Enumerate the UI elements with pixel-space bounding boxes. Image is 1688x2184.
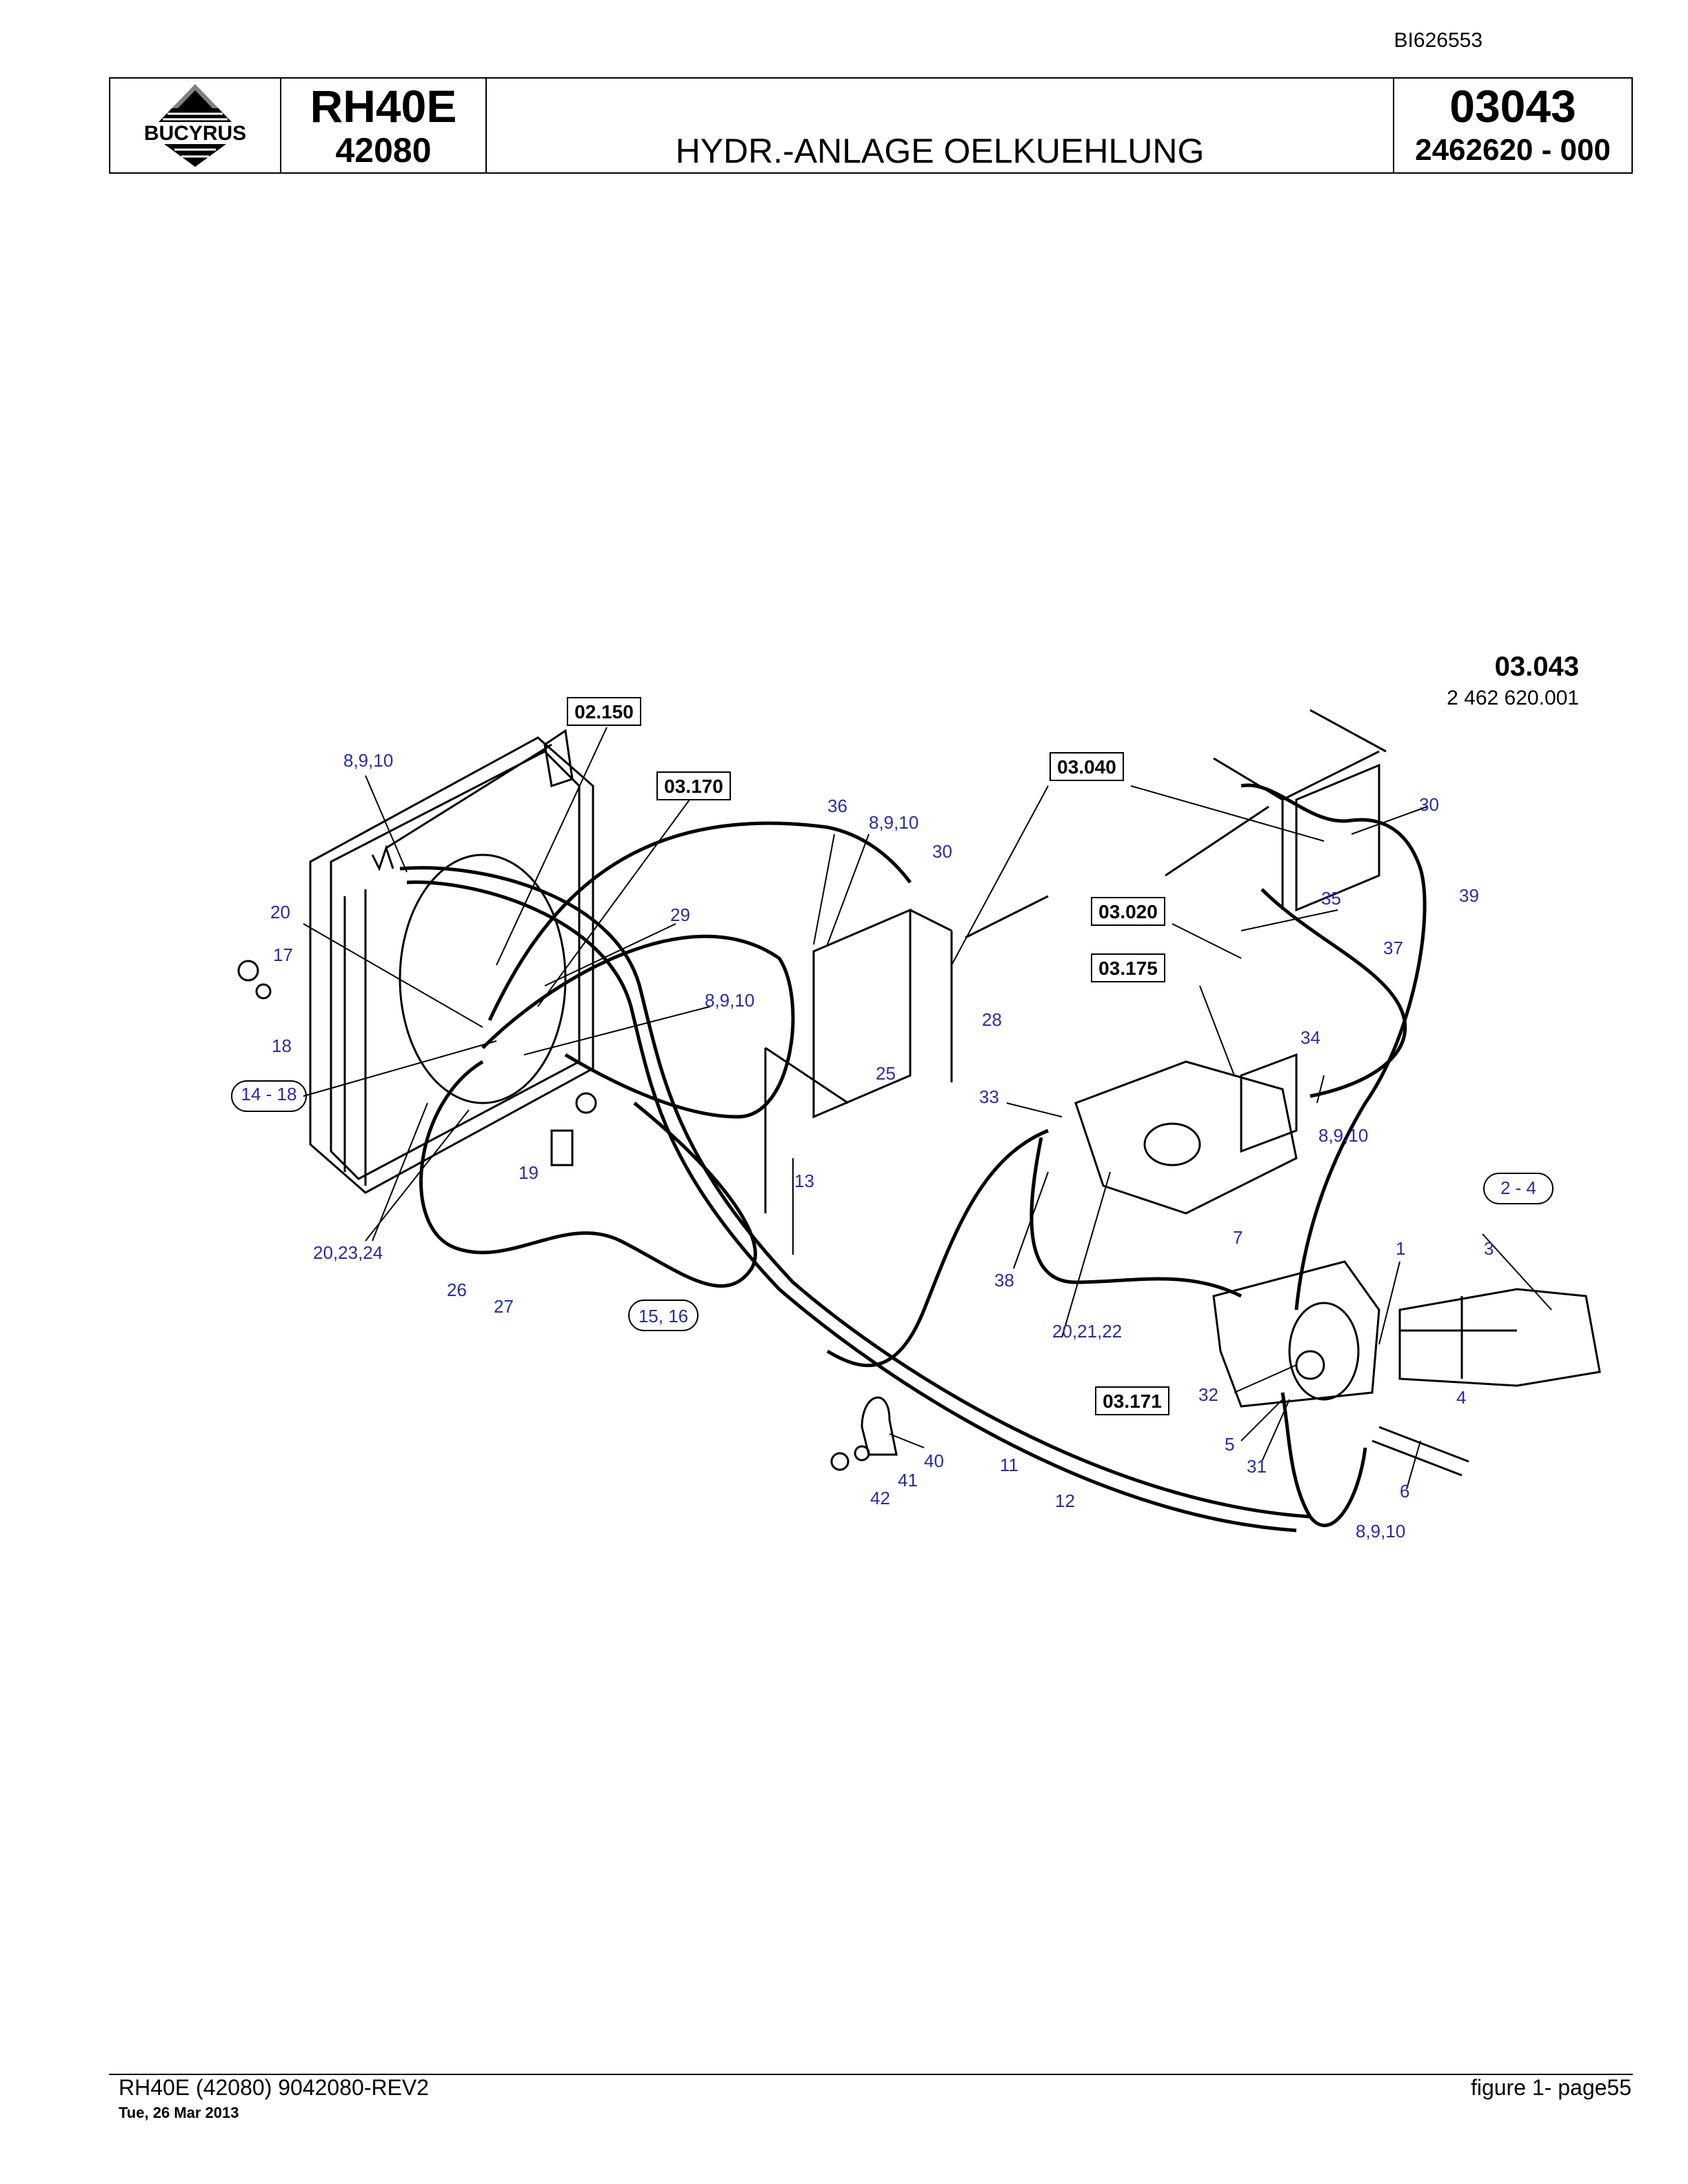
logo-cell: BUCYRUS [110,79,281,172]
callout-20-21-22: 20,21,22 [1052,1321,1122,1342]
callout-8-9-10-c: 8,9,10 [705,990,754,1011]
callout-2-4: 2 - 4 [1500,1177,1536,1198]
ref-box-03020: 03.020 [1098,901,1158,922]
figure-drawing-number: 2 462 620.001 [1447,687,1579,709]
callout-14-18: 14 - 18 [241,1084,297,1104]
callout-33: 33 [979,1086,999,1107]
ref-box-02150: 02.150 [574,701,634,722]
callout-1: 1 [1396,1238,1405,1259]
callout-19: 19 [519,1162,539,1183]
header-table: BUCYRUS RH40E 42080 HYDR.-ANLAGE OELKUEH… [109,77,1633,174]
callout-8-9-10-d: 8,9,10 [1318,1125,1368,1146]
callout-15-16: 15, 16 [639,1306,688,1326]
ref-box-03040: 03.040 [1057,756,1116,778]
callout-32: 32 [1198,1384,1218,1405]
callout-38: 38 [994,1270,1014,1291]
callout-18: 18 [272,1035,292,1056]
leader-lines [303,727,1552,1490]
title-cell: HYDR.-ANLAGE OELKUEHLUNG [487,79,1394,172]
callout-27: 27 [494,1296,514,1317]
callout-36: 36 [827,796,847,816]
group-code: 03043 [1449,81,1576,132]
ref-box-03171: 03.171 [1103,1391,1162,1412]
ref-box-03175: 03.175 [1098,958,1158,979]
tank-drawing [1165,709,1387,912]
code-cell: 03043 2462620 - 000 [1394,79,1631,172]
bucyrus-logo: BUCYRUS [123,84,268,167]
callout-30-a: 30 [932,841,952,862]
serial-number: 42080 [335,131,432,170]
model-cell: RH40E 42080 [281,79,487,172]
callout-31: 31 [1247,1456,1267,1477]
callout-41: 41 [898,1470,918,1490]
callout-37: 37 [1383,938,1403,958]
callout-11: 11 [1000,1455,1018,1475]
callout-26: 26 [447,1280,467,1300]
callout-labels: 8,9,10 20 17 18 14 - 18 29 36 8,9,10 30 … [241,750,1536,1541]
model-name: RH40E [310,81,457,132]
callout-3: 3 [1484,1238,1494,1259]
logo-text: BUCYRUS [144,122,246,145]
document-id: BI626553 [1394,29,1483,52]
hydraulic-diagram: 03.043 2 462 620.001 02.150 03.170 03.04… [231,651,1601,1541]
callout-42: 42 [870,1488,890,1508]
hydraulic-hoses [399,783,1427,1533]
callout-40: 40 [924,1450,944,1471]
drawing-number: 2462620 - 000 [1415,133,1611,167]
footer-rule [109,2074,1633,2075]
manifold-bracket [764,895,1049,1213]
callout-28: 28 [982,1009,1002,1030]
callout-34: 34 [1300,1027,1320,1048]
figure-code: 03.043 [1495,651,1579,682]
callout-30-b: 30 [1419,794,1439,815]
callout-20: 20 [270,902,290,922]
page-title: HYDR.-ANLAGE OELKUEHLUNG [675,132,1205,170]
callout-39: 39 [1459,885,1479,906]
footer-document-ref: RH40E (42080) 9042080-REV2 [119,2075,430,2100]
callout-8-9-10-e: 8,9,10 [1356,1521,1405,1541]
callout-8-9-10-a: 8,9,10 [343,750,393,771]
callout-35: 35 [1321,888,1341,909]
callout-29: 29 [670,904,690,925]
oil-cooler-drawing [309,729,594,1194]
callout-8-9-10-b: 8,9,10 [869,812,918,833]
callout-4: 4 [1456,1387,1466,1408]
footer-page-ref: figure 1- page55 [1470,2075,1631,2100]
clamp-parts [237,960,898,1471]
callout-7: 7 [1233,1227,1243,1248]
callout-20-23-24: 20,23,24 [313,1242,383,1263]
callout-5: 5 [1225,1434,1234,1455]
callout-frames [231,1080,1554,1331]
footer-date: Tue, 26 Mar 2013 [119,2104,239,2121]
callout-17: 17 [273,944,293,965]
pump-motor-drawing [1074,1053,1601,1477]
callout-13: 13 [794,1171,814,1191]
callout-6: 6 [1400,1481,1409,1502]
callout-12: 12 [1055,1490,1075,1511]
reference-boxes: 02.150 03.170 03.040 03.020 03.175 03.17… [567,697,1169,1415]
ref-box-03170: 03.170 [664,776,723,797]
callout-25: 25 [876,1063,896,1084]
